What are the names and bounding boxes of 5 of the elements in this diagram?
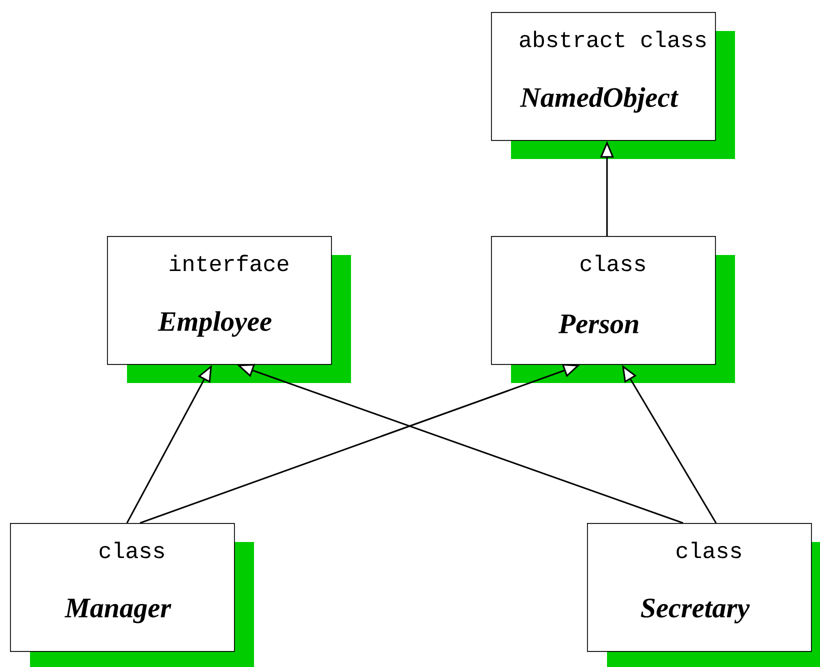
class-box: abstract class NamedObject	[491, 12, 735, 159]
class-box: class Secretary	[587, 523, 820, 667]
class-box: interface Employee	[107, 236, 351, 383]
class-box: class Manager	[10, 523, 254, 667]
class-box: class Person	[491, 236, 735, 383]
